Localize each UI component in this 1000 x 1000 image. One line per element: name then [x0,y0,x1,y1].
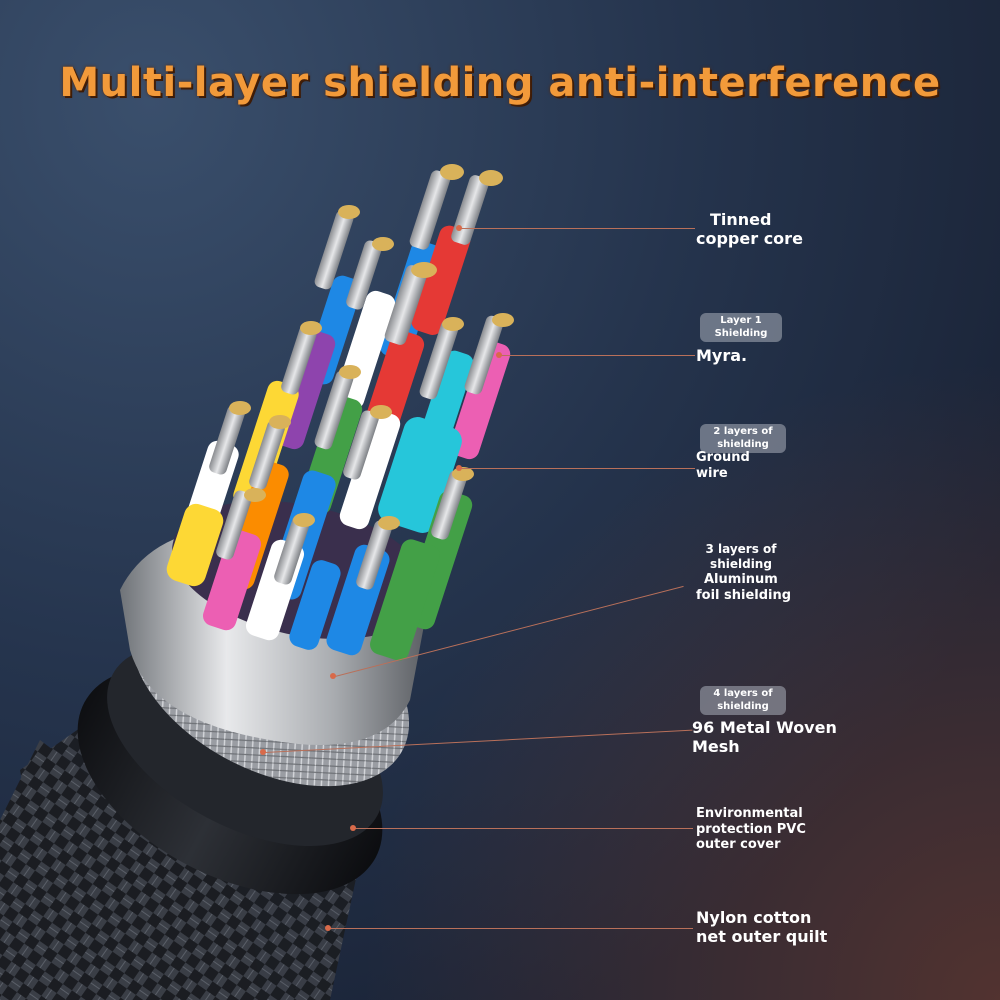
page-title: Multi-layer shielding anti-interference [59,60,941,106]
layer4-badge: 4 layers of shielding [700,686,786,715]
callout-layer4: 96 Metal Woven Mesh [692,718,837,756]
callout-layer1: Myra. [696,346,748,365]
leader-line-layer2 [460,468,695,469]
callout-layer2-line2: wire [696,465,728,481]
callout-nylon: Nylon cotton net outer quilt [696,908,827,946]
callout-layer2: Ground wire [696,450,750,481]
leader-dot-core [456,225,462,231]
callout-pvc: Environmental protection PVC outer cover [696,806,806,853]
callout-core-line2: copper core [696,229,803,249]
leader-dot-layer4 [260,749,266,755]
leader-line-nylon [330,928,693,929]
callout-layer2-line1: Ground [696,450,750,465]
callout-layer3: Aluminum foil shielding [696,572,791,603]
tinned-copper-cores [209,164,514,590]
layer1-badge: Layer 1 Shielding [700,313,782,342]
leader-line-pvc [355,828,693,829]
leader-dot-pvc [350,825,356,831]
callout-layer3-line2: foil shielding [696,587,792,603]
callout-nylon-line1: Nylon cotton [696,908,812,927]
leader-dot-layer2 [456,465,462,471]
callout-layer3-line1: Aluminum [704,572,778,587]
callout-layer4-line2: Mesh [692,737,740,757]
leader-line-core [460,228,695,229]
leader-dot-layer1 [496,352,502,358]
callout-core: Tinned copper core [696,210,803,248]
callout-pvc-line3: outer cover [696,837,781,853]
leader-line-layer1 [500,355,695,356]
callout-pvc-line1: Environmental [696,806,803,821]
leader-dot-layer3 [330,673,336,679]
callout-core-line1: Tinned [710,210,772,229]
callout-nylon-line2: net outer quilt [696,927,828,947]
callout-layer4-line1: 96 Metal Woven [692,718,837,737]
callout-pvc-line2: protection PVC [696,821,806,837]
leader-dot-nylon [325,925,331,931]
layer2-badge: 2 layers of shielding [700,424,786,453]
layer3-badge: 3 layers of shielding [705,542,777,571]
